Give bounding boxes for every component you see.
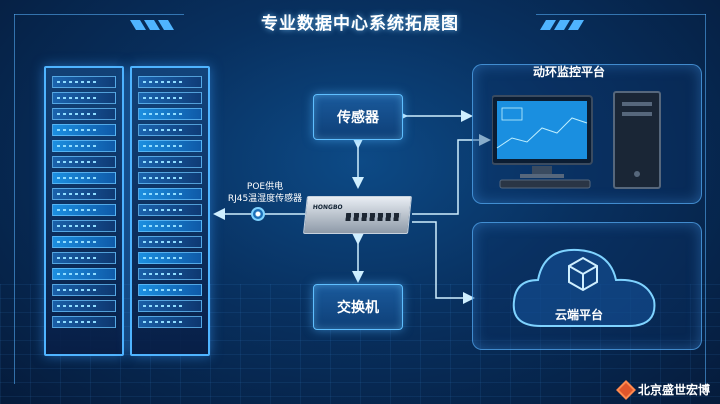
rack-unit (138, 236, 202, 248)
rack-unit (52, 252, 116, 264)
node-sensor: 传感器 (313, 94, 403, 140)
rack-unit (138, 108, 202, 120)
rack-unit (138, 300, 202, 312)
rack-unit (138, 124, 202, 136)
rack-unit (138, 204, 202, 216)
frame-left (14, 14, 15, 384)
logo-text: 北京盛世宏博 (637, 383, 710, 397)
rack-unit (138, 76, 202, 88)
switch-ports (345, 213, 402, 221)
rack-unit (52, 108, 116, 120)
brand-logo: 北京盛世宏博 (616, 379, 710, 400)
rack-unit (52, 76, 116, 88)
rack-unit (52, 156, 116, 168)
computer-icon (492, 91, 661, 189)
rack-unit (52, 204, 116, 216)
rack-unit (138, 140, 202, 152)
title-deco-left (130, 20, 174, 30)
line-switch-right (412, 134, 491, 215)
rack-unit (138, 284, 202, 296)
frame-top-left (14, 14, 184, 15)
page-title: 专业数据中心系统拓展图 (261, 13, 459, 34)
node-switch-label: 交换机 (337, 300, 379, 316)
title-bar: 专业数据中心系统拓展图 (180, 4, 540, 38)
sensor-dot-icon (251, 207, 265, 221)
rack-unit (138, 316, 202, 328)
node-switch: 交换机 (313, 284, 403, 330)
line-switch-cloud (412, 221, 475, 304)
rack-unit (52, 172, 116, 184)
panel-monitor-title: 动环监控平台 (533, 65, 606, 79)
frame-top-right (536, 14, 706, 15)
rack-unit (52, 140, 116, 152)
logo-mark-icon (616, 379, 636, 400)
rack-unit (52, 124, 116, 136)
rack-unit (52, 220, 116, 232)
rack-unit (52, 92, 116, 104)
server-rack-right (130, 66, 210, 356)
sensor-caption: POE供电 RJ45温湿度传感器 (210, 181, 320, 205)
rack-unit (52, 316, 116, 328)
rack-unit (138, 252, 202, 264)
network-switch-device: HONGBO (303, 196, 412, 234)
rack-unit (138, 156, 202, 168)
rack-unit (138, 188, 202, 200)
rack-unit (138, 268, 202, 280)
switch-brand-label: HONGBO (312, 204, 343, 211)
panel-cloud-title: 云端平台 (555, 308, 604, 322)
server-rack-left (44, 66, 124, 356)
sensor-caption-line1: POE供电 (246, 182, 284, 192)
node-sensor-label: 传感器 (337, 110, 379, 126)
rack-unit (138, 172, 202, 184)
rack-unit (52, 188, 116, 200)
sensor-caption-line2: RJ45温湿度传感器 (227, 194, 303, 204)
rack-unit (138, 220, 202, 232)
cloud-icon (512, 248, 656, 327)
rack-unit (52, 300, 116, 312)
rack-unit (52, 236, 116, 248)
frame-right (705, 14, 706, 384)
rack-unit (138, 92, 202, 104)
title-deco-right (540, 20, 584, 30)
rack-unit (52, 284, 116, 296)
rack-unit (52, 268, 116, 280)
